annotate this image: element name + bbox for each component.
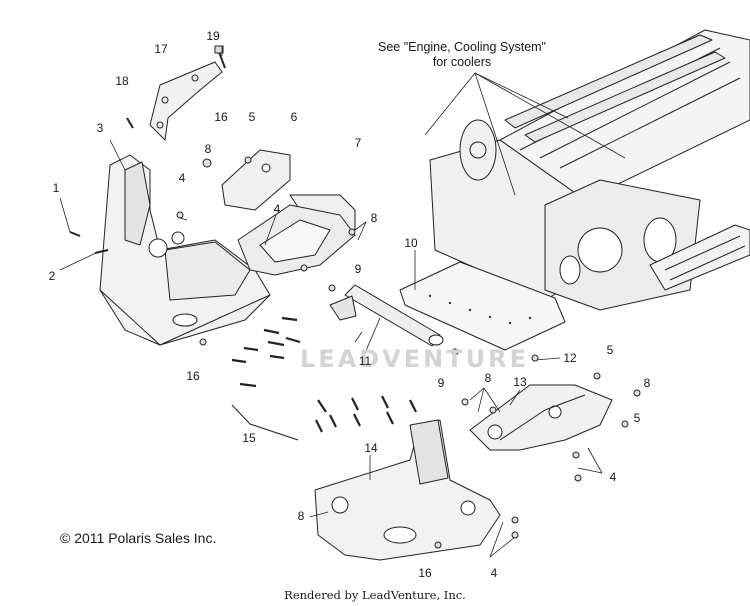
- rendered-by-credit: Rendered by LeadVenture, Inc.: [284, 588, 466, 602]
- callout-1: 1: [52, 181, 60, 195]
- part-15-bracket-line: [231, 404, 299, 441]
- note-line-2: for coolers: [432, 55, 492, 69]
- part-17-bracket: [149, 61, 223, 141]
- callout-9-lower: 9: [437, 376, 445, 390]
- part-15-bolts: [231, 316, 417, 433]
- callout-8-mid: 8: [484, 371, 492, 385]
- callout-15: 15: [242, 431, 256, 445]
- part-4-mount: [237, 204, 356, 276]
- callout-9-center: 9: [354, 262, 362, 276]
- callout-4-right: 4: [609, 470, 617, 484]
- callout-12: 12: [563, 351, 577, 365]
- part-6-plate: [221, 149, 291, 211]
- part-14-lower-support: [314, 419, 501, 561]
- callout-5-top: 5: [248, 110, 256, 124]
- copyright-notice: © 2011 Polaris Sales Inc.: [60, 530, 217, 546]
- callout-3: 3: [96, 121, 104, 135]
- callout-7: 7: [354, 136, 362, 150]
- callout-4-left: 4: [178, 171, 186, 185]
- callout-6: 6: [290, 110, 298, 124]
- callout-18: 18: [115, 74, 129, 88]
- tunnel-assembly: [399, 29, 750, 351]
- callout-11: 11: [358, 354, 372, 368]
- callout-2: 2: [48, 269, 56, 283]
- part-3-front-support: [99, 154, 271, 346]
- callout-4-center: 4: [273, 202, 281, 216]
- callout-4-bottom: 4: [490, 566, 498, 580]
- callout-8-left: 8: [204, 142, 212, 156]
- callout-14: 14: [364, 441, 378, 455]
- leader-lines: [59, 46, 626, 558]
- callout-16-left: 16: [186, 369, 200, 383]
- callout-13: 13: [513, 375, 527, 389]
- callout-10: 10: [404, 236, 418, 250]
- part-19-bolt: [214, 45, 226, 69]
- part-11-cross-shaft: [329, 284, 444, 347]
- leadventure-watermark: LEADVENTURE: [300, 345, 529, 373]
- callout-8-center: 8: [370, 211, 378, 225]
- engine-cooling-note: See "Engine, Cooling System" for coolers: [362, 40, 562, 70]
- part-1-bolt: [69, 231, 81, 237]
- callout-16-top: 16: [214, 110, 228, 124]
- part-18-bolt: [126, 117, 134, 129]
- callout-17: 17: [154, 42, 168, 56]
- note-line-1: See "Engine, Cooling System": [378, 40, 546, 54]
- small-fasteners: [176, 156, 641, 549]
- callout-16-bottom: 16: [418, 566, 432, 580]
- callout-5-lower: 5: [633, 411, 641, 425]
- callout-8-bottom: 8: [297, 509, 305, 523]
- callout-8-right: 8: [643, 376, 651, 390]
- callout-5-right: 5: [606, 343, 614, 357]
- callout-19: 19: [206, 29, 220, 43]
- part-13-bracket: [469, 384, 613, 451]
